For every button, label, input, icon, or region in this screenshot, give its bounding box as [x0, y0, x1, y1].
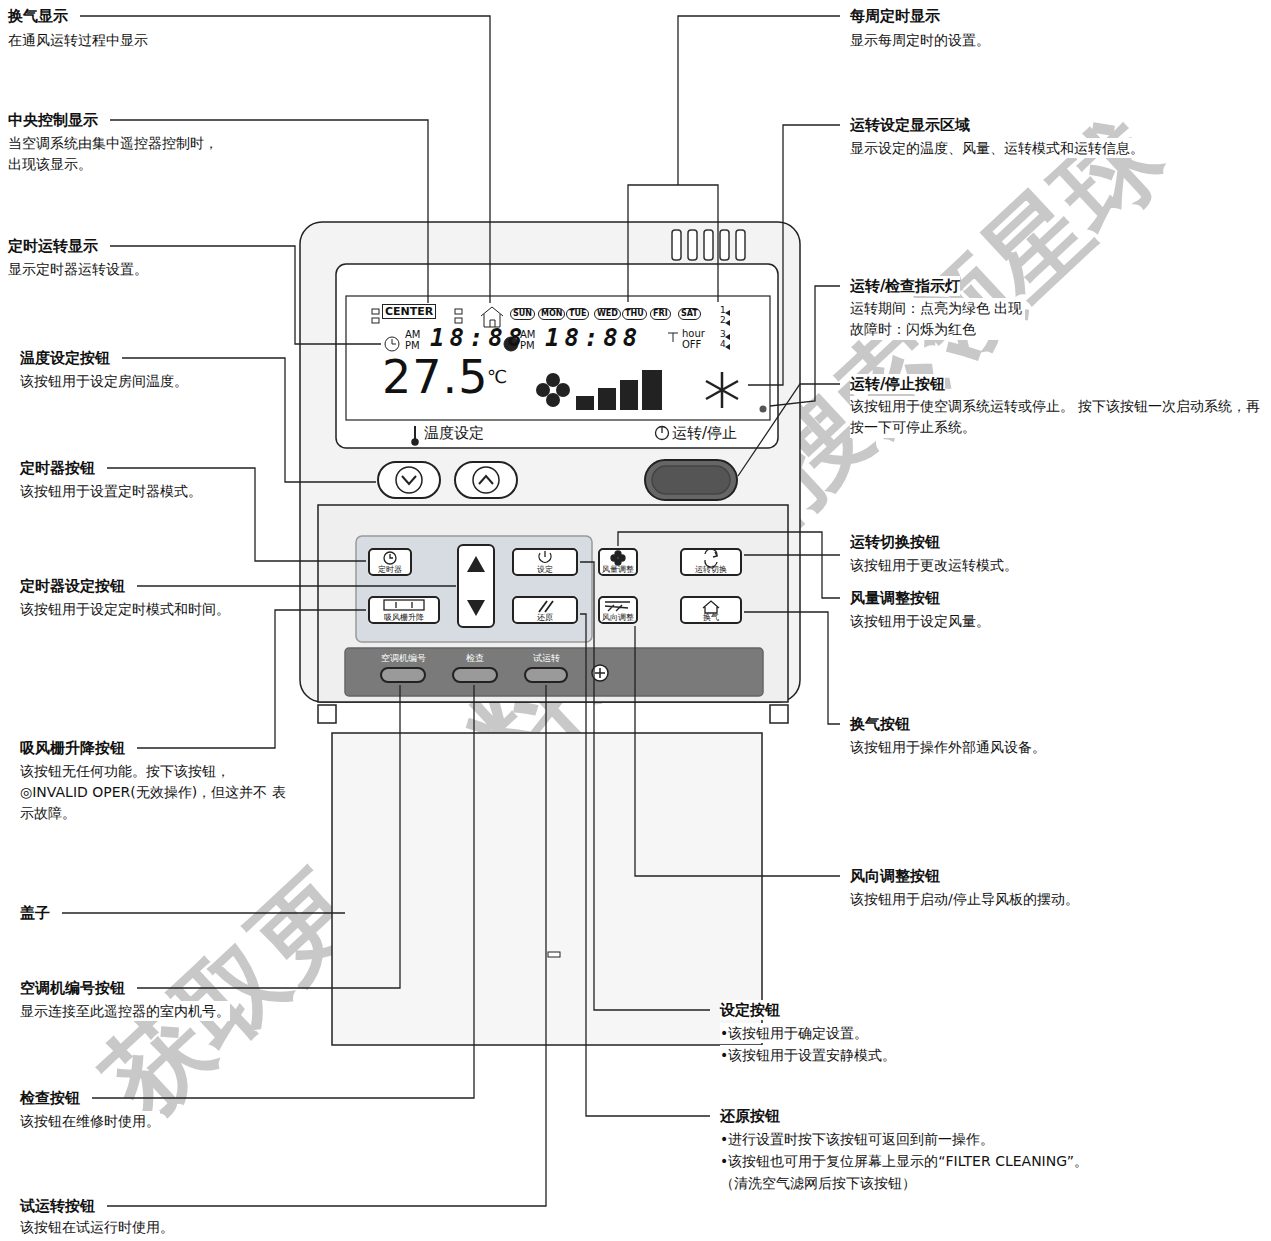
callout-title: 温度设定按钮: [20, 348, 110, 368]
callout-title: 运转切换按钮: [850, 532, 940, 552]
callout-text: 运转期间：点亮为绿色 出现故障时：闪烁为红色: [850, 298, 1025, 340]
callout-title: 设定按钮: [720, 1000, 780, 1020]
button-label: 还原: [537, 613, 553, 622]
lcd-text: CENTER: [382, 304, 436, 319]
lcd-text: WED: [594, 308, 621, 320]
callout-text: 该按钮在维修时使用。: [20, 1111, 160, 1131]
callout-title: 运转/检查指示灯: [850, 276, 960, 296]
remote-button: 换气: [680, 596, 742, 624]
callout-text: 该按钮用于启动/停止导风板的摆动。: [850, 889, 1079, 909]
button-label: 风量调整: [602, 565, 634, 574]
service-button: 检查: [452, 667, 498, 683]
callout-text: 当空调系统由集中遥控器控制时， 出现该显示。: [8, 133, 223, 175]
panel-label: 温度设定: [424, 423, 484, 443]
callout-text: （清洗空气滤网后按下该按钮）: [720, 1173, 916, 1193]
callout-title: 风向调整按钮: [850, 866, 940, 886]
panel-label: 运转/停止: [672, 423, 737, 443]
callout-title: 盖子: [20, 903, 50, 923]
lcd-text: AM: [520, 330, 535, 340]
callout-title: 每周定时显示: [850, 6, 940, 26]
callout-text: •该按钮用于确定设置。: [720, 1023, 868, 1043]
lcd-text: TUE: [566, 308, 589, 320]
lcd-display: CENTERSUNMONTUEWEDTHUFRISATAMPM18:88AMPM…: [342, 290, 770, 420]
remote-button: 运转切换: [680, 548, 742, 576]
callout-title: 空调机编号按钮: [20, 978, 125, 998]
callout-text: 该按钮无任何功能。按下该按钮， ◎INVALID OPER(无效操作)，但这并不…: [20, 761, 290, 824]
button-label: 空调机编号: [381, 653, 426, 664]
callout-text: 显示定时器运转设置。: [8, 259, 148, 279]
lcd-text: THU: [622, 308, 647, 320]
remote-button: 定时器: [368, 548, 412, 576]
callout-title: 换气按钮: [850, 714, 910, 734]
button-label: 检查: [466, 653, 484, 664]
callout-text: 该按钮在试运行时使用。: [20, 1217, 174, 1237]
remote-button: 还原: [512, 596, 578, 624]
callout-title: 试运转按钮: [20, 1196, 95, 1216]
callout-text: 显示每周定时的设置。: [850, 30, 990, 50]
lcd-text: 1: [720, 306, 726, 315]
lcd-text: 18:88: [545, 326, 642, 350]
callout-title: 定时运转显示: [8, 236, 98, 256]
callout-text: 显示连接至此遥控器的室内机号。: [20, 1001, 230, 1021]
lcd-text: 4: [720, 340, 726, 349]
callout-text: 该按钮用于设定风量。: [850, 611, 990, 631]
service-button: 空调机编号: [380, 667, 426, 683]
callout-text: •该按钮用于设置安静模式。: [720, 1045, 896, 1065]
callout-text: •进行设置时按下该按钮可返回到前一操作。: [720, 1129, 994, 1149]
callout-title: 还原按钮: [720, 1106, 780, 1126]
callout-text: 该按钮用于更改运转模式。: [850, 555, 1018, 575]
lcd-text: AM: [405, 330, 420, 340]
remote-button: 风向调整: [598, 596, 638, 624]
callout-title: 定时器设定按钮: [20, 576, 125, 596]
lcd-text: SUN: [510, 308, 535, 320]
lcd-text: PM: [405, 341, 420, 351]
callout-text: 该按钮用于设定定时模式和时间。: [20, 599, 230, 619]
callout-text: 在通风运转过程中显示: [8, 30, 148, 50]
callout-title: 定时器按钮: [20, 458, 95, 478]
lcd-text: ℃: [487, 368, 507, 386]
lcd-text: OFF: [682, 340, 701, 350]
button-label: 试运转: [533, 653, 560, 664]
remote-button: 吸风栅升降: [368, 596, 440, 624]
lcd-text: MON: [538, 308, 565, 320]
lcd-text: 3: [720, 330, 726, 339]
callout-title: 检查按钮: [20, 1088, 80, 1108]
button-label: 设定: [537, 565, 553, 574]
callout-text: 该按钮用于设置定时器模式。: [20, 481, 202, 501]
callout-text: •该按钮也可用于复位屏幕上显示的“FILTER CLEANING”。: [720, 1151, 1088, 1171]
callout-title: 吸风栅升降按钮: [20, 738, 125, 758]
remote-button: 设定: [512, 548, 578, 576]
callout-title: 换气显示: [8, 6, 68, 26]
callout-title: 运转设定显示区域: [850, 115, 970, 135]
callout-title: 风量调整按钮: [850, 588, 940, 608]
remote-button: 风量调整: [598, 548, 638, 576]
button-label: 换气: [703, 613, 719, 622]
callout-text: 显示设定的温度、风量、运转模式和运转信息。: [850, 138, 1144, 158]
service-button: 试运转: [524, 667, 568, 683]
button-label: 定时器: [378, 565, 402, 574]
lcd-text: hour: [682, 329, 705, 339]
lcd-text: 18:88: [430, 326, 527, 350]
callout-text: 该按钮用于使空调系统运转或停止。 按下该按钮一次启动系统，再按一下可停止系统。: [850, 396, 1265, 438]
lcd-text: SAT: [678, 308, 701, 320]
lcd-text: 27.5: [382, 354, 488, 400]
button-label: 风向调整: [602, 613, 634, 622]
button-label: 吸风栅升降: [384, 613, 424, 622]
lcd-text: FRI: [650, 308, 671, 320]
lcd-text: 2: [720, 316, 726, 325]
callout-text: 该按钮用于设定房间温度。: [20, 371, 188, 391]
callout-title: 中央控制显示: [8, 110, 98, 130]
callout-title: 运转/停止按钮: [850, 374, 945, 394]
callout-text: 该按钮用于操作外部通风设备。: [850, 737, 1046, 757]
lcd-text: PM: [520, 341, 535, 351]
button-label: 运转切换: [695, 565, 727, 574]
